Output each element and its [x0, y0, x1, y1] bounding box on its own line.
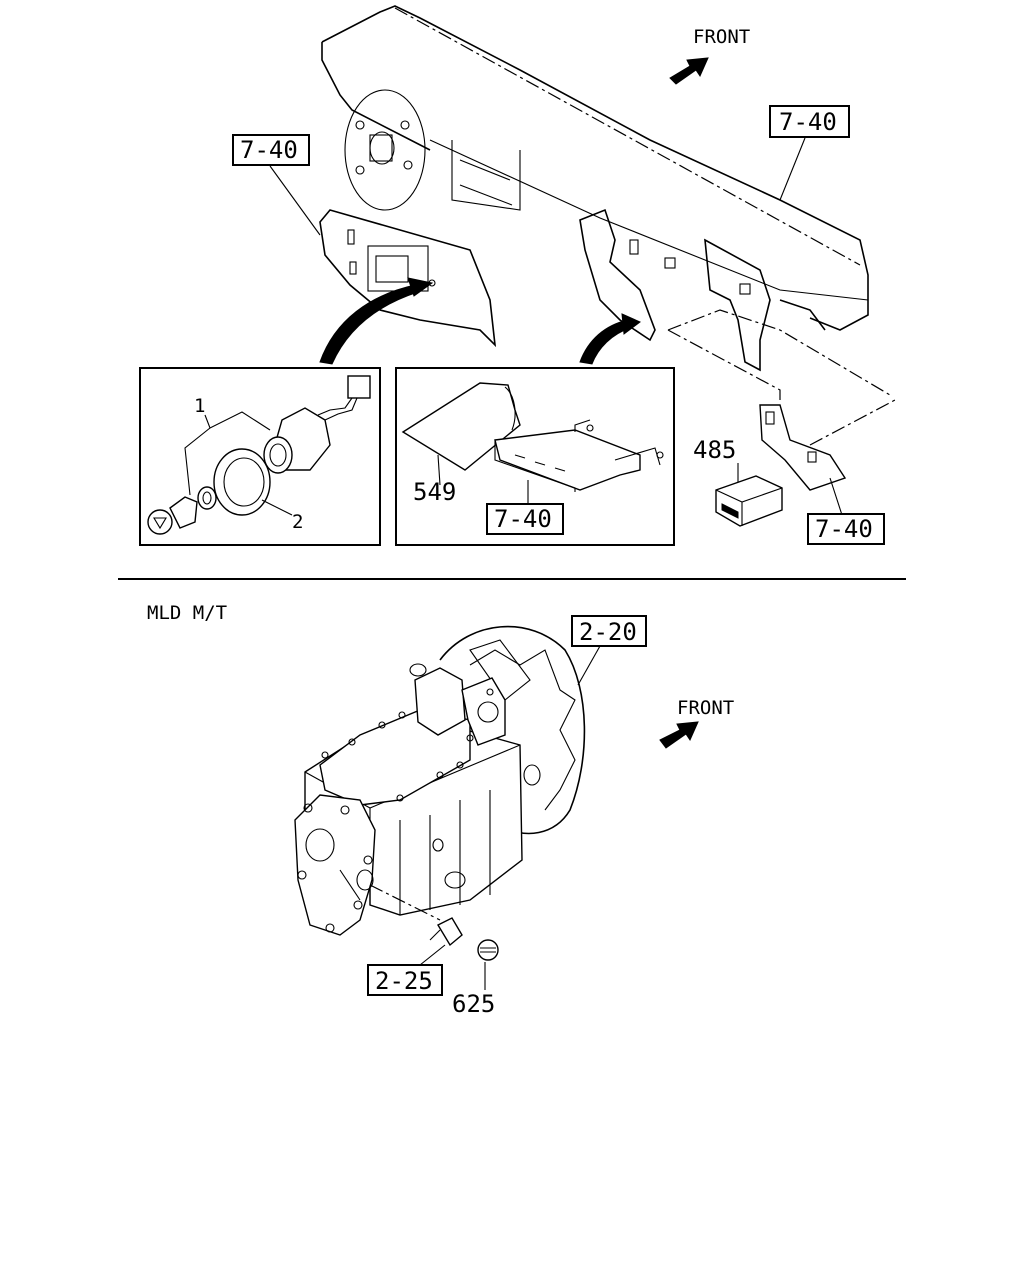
transmission-switch [369, 884, 499, 990]
ref-box-top-left [232, 134, 310, 166]
ref-box-lower-right [807, 513, 885, 545]
ref-top-left-label: 7-40 [240, 136, 298, 164]
ref-flywheel-label: 2-20 [579, 618, 637, 646]
ref-bracket-label: 7-40 [494, 505, 552, 533]
front-arrow-icon [669, 57, 709, 85]
ref-box-flywheel [571, 615, 647, 647]
upper-section: FRONT [139, 5, 896, 546]
frame-assembly [319, 5, 896, 446]
switch-parts [147, 375, 371, 535]
part-2-label: 2 [292, 511, 303, 533]
transmission-body [294, 663, 523, 936]
section-label: MLD M/T [147, 602, 227, 624]
control-module [715, 404, 847, 527]
ref-box-switch [367, 964, 443, 996]
flywheel-housing [439, 625, 586, 835]
ref-box-top-right [769, 105, 850, 138]
part-625-label: 625 [452, 990, 495, 1018]
ref-lower-right-label: 7-40 [815, 515, 873, 543]
curved-arrow-right-icon [579, 319, 631, 365]
ref-switch-label: 2-25 [375, 967, 433, 995]
front-label-bottom: FRONT [677, 697, 734, 719]
ref-top-right-label: 7-40 [779, 108, 837, 136]
front-label-top: FRONT [693, 26, 750, 48]
front-arrow-bottom-icon [659, 721, 699, 749]
part-1-label: 1 [194, 395, 205, 417]
part-549-label: 549 [413, 478, 456, 506]
curved-arrow-left-icon [319, 284, 419, 365]
bracket-parts [401, 382, 664, 505]
ref-box-bracket [486, 503, 564, 535]
part-485-label: 485 [693, 436, 736, 464]
lower-section: MLD M/T FRONT [147, 602, 734, 1018]
